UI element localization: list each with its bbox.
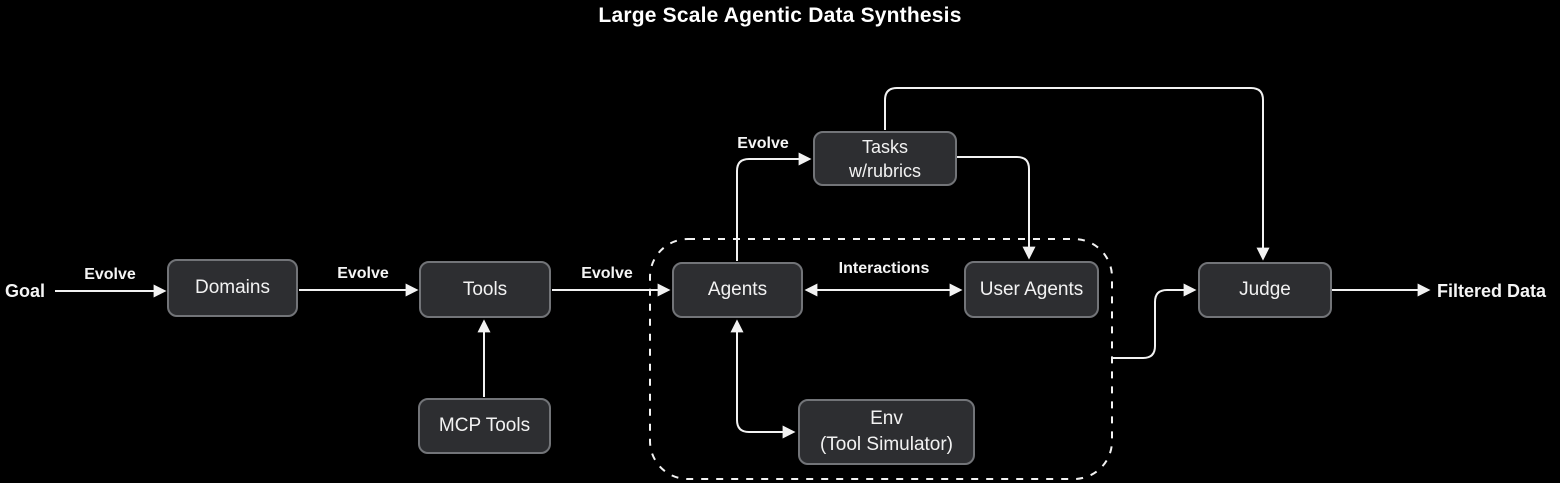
- node-agents: Agents: [672, 262, 803, 318]
- node-tasks-w-rubrics: Tasks w/rubrics: [813, 131, 957, 186]
- edge-agents-env: [730, 319, 796, 439]
- edge-label-evolve-tools-agents: Evolve: [581, 265, 633, 282]
- node-env-tool-simulator: Env (Tool Simulator): [798, 399, 975, 465]
- edge-tasks-to-judge: [884, 87, 1270, 261]
- edge-container-to-judge: [1112, 283, 1197, 359]
- node-mcp-tools: MCP Tools: [418, 398, 551, 454]
- node-user-agents: User Agents: [964, 261, 1099, 318]
- edge-label-evolve-goal-domains: Evolve: [84, 266, 136, 283]
- edge-tasks-to-user-agents: [957, 156, 1036, 260]
- edge-label-interactions: Interactions: [838, 260, 930, 277]
- node-judge: Judge: [1198, 262, 1332, 318]
- edge-agents-to-tasks: [736, 152, 812, 261]
- label-filtered-data: Filtered Data: [1437, 281, 1547, 301]
- node-tools: Tools: [419, 261, 551, 318]
- page-title: Large Scale Agentic Data Synthesis: [598, 4, 962, 27]
- edge-label-evolve-agents-tasks: Evolve: [737, 135, 789, 152]
- edge-label-evolve-domains-tools: Evolve: [337, 265, 389, 282]
- label-goal: Goal: [5, 281, 46, 301]
- node-domains: Domains: [167, 259, 298, 317]
